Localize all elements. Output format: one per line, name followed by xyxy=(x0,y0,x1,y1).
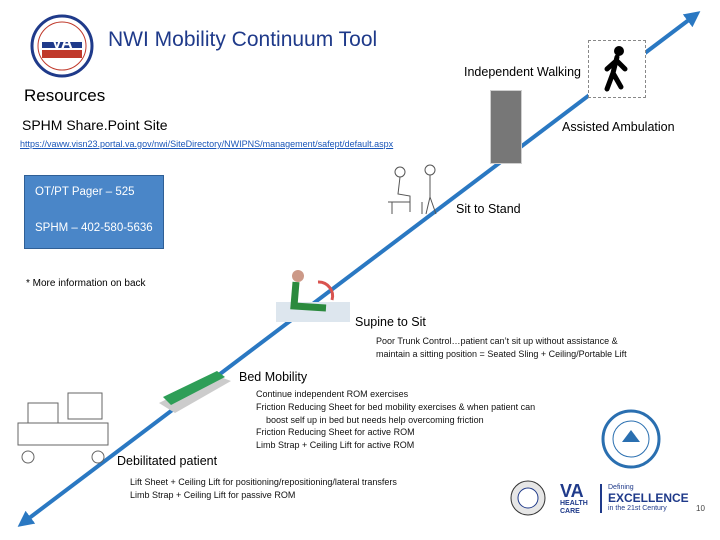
step-assisted-ambulation: Assisted Ambulation xyxy=(562,120,675,134)
defining-text: Defining xyxy=(608,484,634,491)
svg-text:VA: VA xyxy=(51,35,72,52)
more-info-note: * More information on back xyxy=(26,278,146,289)
round-seal-icon xyxy=(601,409,661,469)
va-health-text: HEALTH xyxy=(560,500,588,507)
note-line: Lift Sheet + Ceiling Lift for positionin… xyxy=(130,477,397,487)
assisted-ambulation-photo xyxy=(490,90,522,164)
note-line: Friction Reducing Sheet for bed mobility… xyxy=(256,401,536,412)
page-title: NWI Mobility Continuum Tool xyxy=(108,28,378,51)
resources-heading: Resources xyxy=(24,86,106,105)
note-line: Poor Trunk Control…patient can’t sit up … xyxy=(376,336,618,346)
sharepoint-link[interactable]: https://vaww.visn23.portal.va.gov/nwi/Si… xyxy=(20,139,394,149)
va-health-care-logo: VA HEALTH CARE xyxy=(560,482,596,516)
bed-mobility-notes: Continue independent ROM exercises Frict… xyxy=(256,388,535,452)
debilitated-patient-notes: Lift Sheet + Ceiling Lift for positionin… xyxy=(130,476,397,502)
step-sit-to-stand: Sit to Stand xyxy=(456,202,521,216)
sphm-phone: SPHM – 402-580-5636 xyxy=(35,222,153,234)
note-line: Continue independent ROM exercises xyxy=(256,389,409,399)
icu-bed-illustration xyxy=(8,383,118,473)
sit-to-stand-illustration xyxy=(380,162,450,217)
excellence-text: EXCELLENCE xyxy=(608,491,689,505)
va-logo-text: VA xyxy=(560,481,584,501)
defining-excellence-logo: Defining EXCELLENCE in the 21st Century xyxy=(600,484,689,513)
step-independent-walking: Independent Walking xyxy=(464,65,581,79)
step-supine-to-sit: Supine to Sit xyxy=(355,315,426,329)
step-bed-mobility: Bed Mobility xyxy=(239,370,308,384)
step-debilitated-patient: Debilitated patient xyxy=(117,454,218,468)
note-line: boost self up in bed but needs help over… xyxy=(266,414,484,425)
supine-to-sit-notes: Poor Trunk Control…patient can’t sit up … xyxy=(376,335,627,361)
page-number: 10 xyxy=(696,504,705,513)
walking-person-icon xyxy=(588,40,646,98)
note-line: Limb Strap + Ceiling Lift for passive RO… xyxy=(130,489,296,500)
sharepoint-label: SPHM Share.Point Site xyxy=(22,117,168,133)
pager-text: OT/PT Pager – 525 xyxy=(35,186,135,198)
va-seal-logo: VA xyxy=(30,14,94,78)
century-text: in the 21st Century xyxy=(608,505,667,512)
bed-mobility-illustration xyxy=(155,345,235,417)
va-care-text: CARE xyxy=(560,508,580,515)
dept-veterans-affairs-seal xyxy=(510,480,546,516)
supine-to-sit-illustration xyxy=(276,264,350,326)
note-line: Friction Reducing Sheet for active ROM xyxy=(256,427,415,438)
note-line: maintain a sitting position = Seated Sli… xyxy=(376,348,627,359)
contact-box: OT/PT Pager – 525 SPHM – 402-580-5636 xyxy=(24,175,164,249)
note-line: Limb Strap + Ceiling Lift for active ROM xyxy=(256,440,415,451)
